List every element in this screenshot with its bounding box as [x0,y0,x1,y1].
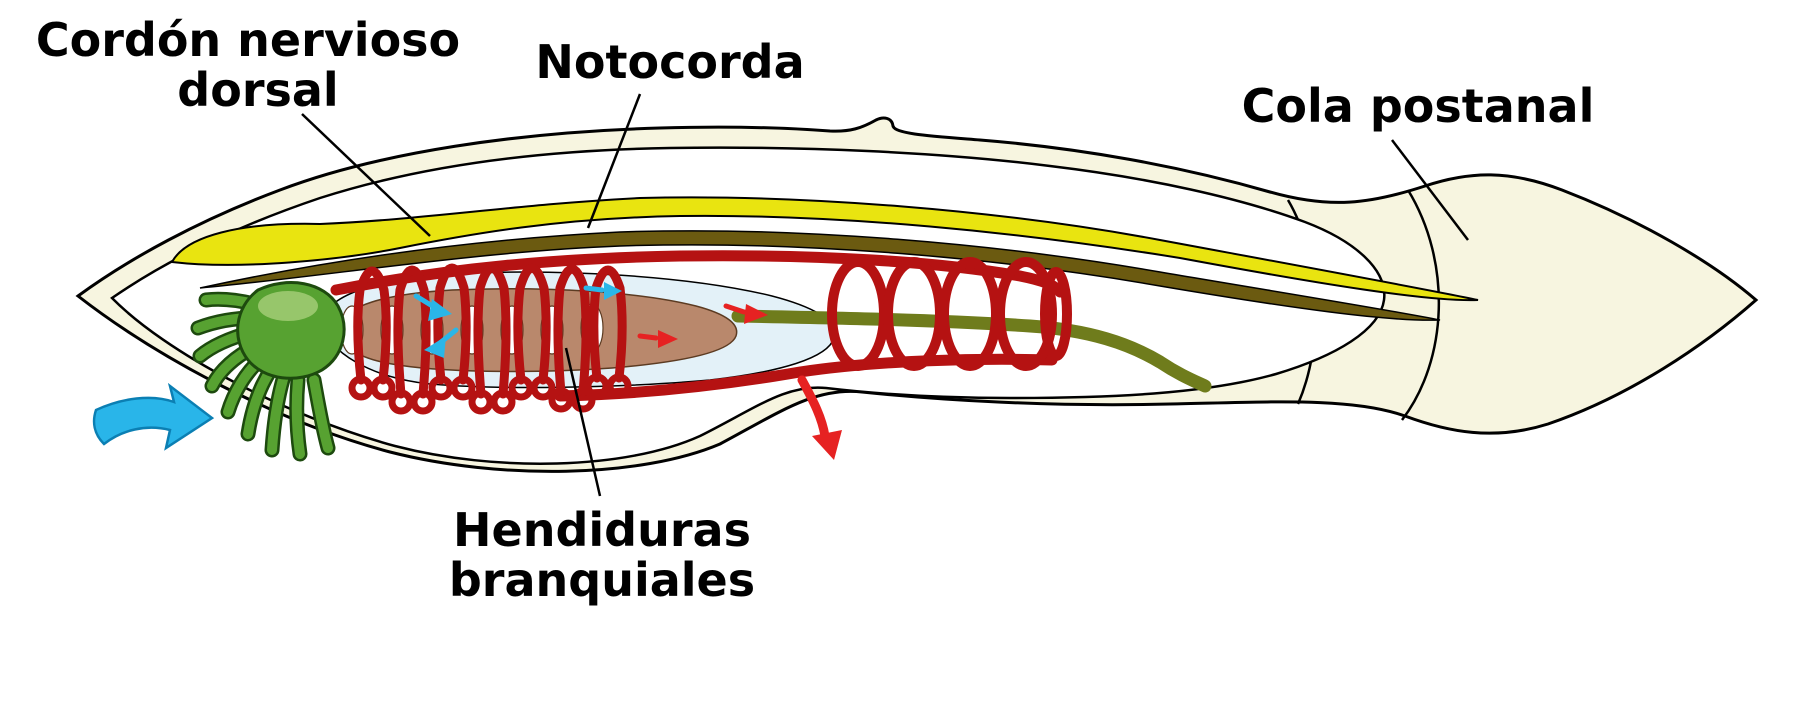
water-exit-arrow-icon [812,430,842,460]
oral-cirri [190,281,346,462]
flow-arrow-red-icon [658,330,678,348]
flow-arrow-red-line [723,303,747,315]
label-postanal-tail: Cola postanal [1242,79,1595,133]
oral-hood-highlight [258,291,318,321]
water-intake-arrow-icon [92,382,215,451]
water-exit-arrow-line [797,375,830,441]
vessel-coil [1040,267,1072,361]
flow-arrow-red-line [637,333,659,341]
cirri-tentacle [267,371,289,455]
notochord [199,230,1441,321]
pointer-dorsal-nerve-cord [301,113,431,237]
cirri-tentacle [291,375,305,459]
label-dorsal-nerve-cord-line2: dorsal [177,63,338,117]
gill-arch-loops [348,373,632,415]
flow-arrow-cyan-icon [604,282,622,300]
label-gill-slits-line2: branquiales [449,553,755,607]
tail-fin-line [1401,189,1441,421]
flow-arrow-cyan-line [583,285,605,293]
pointer-postanal-tail [1391,139,1469,241]
gill-arches [353,263,627,399]
label-notochord: Notocorda [535,35,804,89]
pointer-notochord [586,93,642,229]
pointer-gill-slits [564,347,602,497]
vessel-coil [995,257,1057,371]
dorsal-blood-vessel [330,250,1066,298]
dorsal-nerve-cord [170,196,1479,302]
cirri-tentacle [309,375,333,453]
label-gill-slits-line1: Hendiduras [453,503,751,557]
flow-arrow-red-icon [744,304,768,324]
label-dorsal-nerve-cord-line1: Cordón nervioso [36,13,460,67]
flow-arrow-cyan-icon [428,299,452,321]
flow-arrow-cyan-icon [424,336,446,358]
